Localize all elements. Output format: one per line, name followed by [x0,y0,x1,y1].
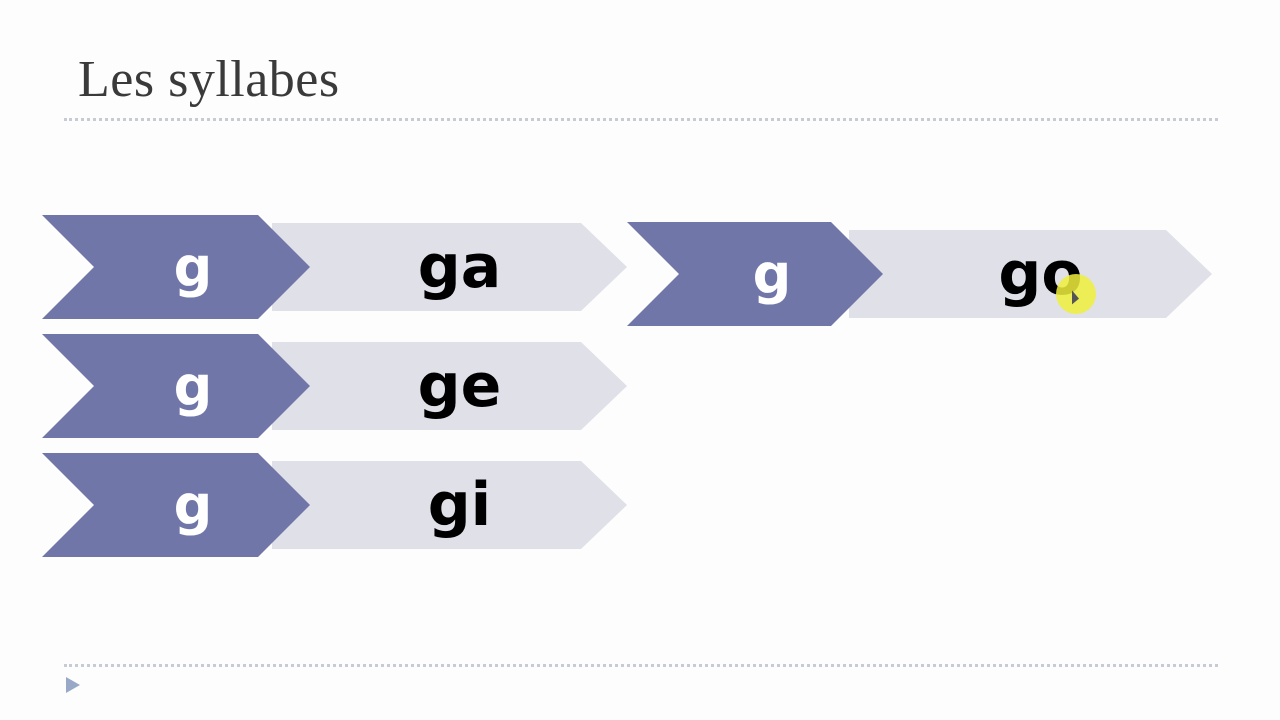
cursor-icon [1072,290,1079,308]
syllable-chevron: ga [272,215,627,319]
syllable-row: go g [627,222,1212,326]
title-divider [64,118,1218,121]
consonant-chevron: g [42,453,310,557]
consonant-chevron: g [42,215,310,319]
consonant-label: g [173,354,213,418]
syllable-label: ga [417,232,502,302]
cursor-highlight [1056,274,1096,314]
syllable-chevron: go [849,222,1212,326]
consonant-label: g [752,242,792,306]
syllable-row: ge g [42,334,627,438]
syllable-chevron: gi [272,453,627,557]
consonant-chevron: g [627,222,883,326]
syllable-row: ga g [42,215,627,319]
syllable-label: gi [427,470,492,540]
consonant-label: g [173,473,213,537]
syllable-chevron: ge [272,334,627,438]
syllable-row: gi g [42,453,627,557]
syllable-label: ge [417,351,502,421]
play-icon[interactable] [66,677,80,693]
consonant-label: g [173,235,213,299]
consonant-chevron: g [42,334,310,438]
footer-divider [64,664,1218,667]
slide-title: Les syllabes [78,51,340,108]
